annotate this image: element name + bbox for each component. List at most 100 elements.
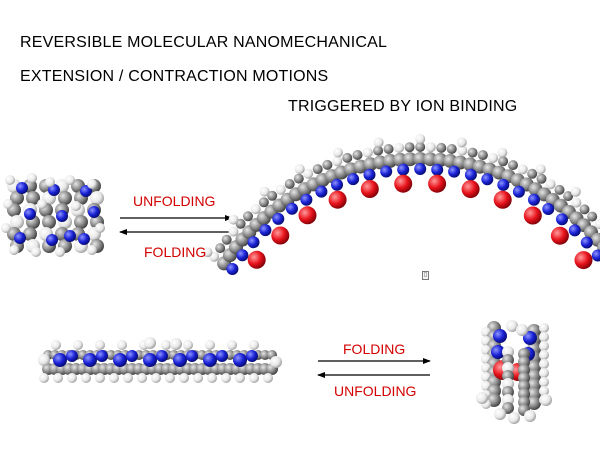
title-line-3: TRIGGERED BY ION BINDING [288, 98, 518, 115]
hydrogen-atom [109, 373, 119, 383]
unfolding-label-top: UNFOLDING [133, 193, 216, 209]
hydrogen-atom [294, 164, 305, 174]
nitrogen-atom [523, 331, 537, 345]
hydrogen-atom [45, 177, 55, 187]
hydrogen-atom [51, 340, 61, 350]
hydrogen-atom [151, 373, 161, 383]
nitrogen-atom [14, 232, 26, 244]
nitrogen-atom [591, 249, 600, 262]
carbon-atom [527, 396, 541, 410]
folding-label-top: FOLDING [144, 244, 207, 260]
carbon-atom [467, 147, 478, 158]
hydrogen-atom [67, 373, 77, 383]
carbon-atom [258, 197, 269, 208]
nitrogen-atom [143, 353, 157, 367]
carbon-atom [579, 204, 590, 215]
nitrogen-atom [113, 353, 127, 367]
hydrogen-atom [161, 340, 171, 350]
hydrogen-atom [207, 373, 217, 383]
folded-helix-with-ion [476, 320, 552, 424]
nitrogen-atom [126, 350, 138, 362]
hydrogen-atom [183, 340, 193, 350]
hydrogen-atom [539, 332, 549, 342]
carbon-atom [373, 145, 384, 156]
nitrogen-atom [48, 184, 60, 196]
hydrogen-atom [37, 199, 47, 209]
carbon-atom [404, 142, 415, 153]
nitrogen-atom [96, 350, 108, 362]
folded-helix-top [1, 173, 105, 257]
hydrogen-atom [95, 340, 105, 350]
carbon-atom [322, 159, 333, 170]
hydrogen-atom [545, 179, 556, 190]
hydrogen-atom [373, 137, 384, 148]
extended-strand [38, 337, 282, 383]
hydrogen-atom [27, 173, 37, 183]
hydrogen-atom [425, 142, 436, 153]
nitrogen-atom [88, 206, 100, 218]
nitrogen-atom [580, 236, 593, 249]
carbon-atom [554, 184, 565, 195]
nitrogen-atom [24, 208, 36, 220]
nitrogen-atom [226, 263, 239, 275]
carbon-atom [413, 152, 428, 166]
hydrogen-atom [508, 412, 520, 424]
hydrogen-atom [53, 373, 63, 383]
nitrogen-atom [16, 182, 28, 194]
hydrogen-atom [333, 147, 343, 158]
carbon-atom [58, 191, 72, 205]
metal-ion [523, 206, 542, 225]
nitrogen-atom [491, 345, 505, 359]
carbon-atom [352, 150, 363, 160]
nitrogen-atom [497, 178, 510, 191]
hydrogen-atom [170, 338, 182, 350]
nitrogen-atom [46, 234, 58, 246]
carbon-atom [423, 152, 438, 167]
hydrogen-atom [570, 186, 581, 197]
nitrogen-atom [331, 178, 343, 191]
nitrogen-atom [493, 329, 507, 343]
hydrogen-atom [31, 247, 41, 257]
nitrogen-atom [246, 350, 258, 362]
hydrogen-atom [539, 377, 549, 387]
nitrogen-atom [556, 213, 568, 226]
nitrogen-atom [363, 168, 376, 181]
placeholder-marker: ▯ [422, 271, 429, 280]
carbon-atom [393, 152, 408, 167]
metal-ion [394, 174, 413, 193]
nitrogen-atom [315, 185, 328, 198]
carbon-atom [260, 350, 270, 360]
hydrogen-atom [259, 186, 270, 197]
hydrogen-atom [73, 340, 83, 350]
carbon-atom [498, 156, 509, 167]
hydrogen-atom [39, 373, 49, 383]
hydrogen-atom [594, 219, 600, 230]
hydrogen-atom [221, 373, 231, 383]
carbon-atom [10, 191, 24, 205]
metal-ion [328, 190, 347, 209]
hydrogen-atom [476, 392, 488, 404]
title-line-2: EXTENSION / CONTRACTION MOTIONS [20, 68, 329, 85]
hydrogen-atom [228, 214, 239, 225]
nitrogen-atom [512, 185, 525, 198]
carbon-atom [312, 164, 323, 175]
hydrogen-atom [539, 386, 549, 396]
hydrogen-atom [270, 356, 282, 368]
hydrogen-atom [539, 368, 549, 378]
hydrogen-atom [5, 175, 15, 185]
hydrogen-atom [506, 320, 518, 332]
folding-label-bottom: FOLDING [343, 341, 406, 357]
hydrogen-atom [249, 373, 259, 383]
carbon-atom [508, 160, 518, 171]
nitrogen-atom [56, 210, 68, 222]
hydrogen-atom [250, 204, 261, 215]
hydrogen-atom [193, 373, 203, 383]
hydrogen-atom [3, 199, 13, 209]
metal-ion [360, 180, 379, 198]
hydrogen-atom [524, 410, 536, 422]
carbon-atom [477, 150, 488, 161]
carbon-atom [243, 211, 253, 222]
carbon-atom [415, 142, 426, 152]
nitrogen-atom [528, 193, 540, 206]
